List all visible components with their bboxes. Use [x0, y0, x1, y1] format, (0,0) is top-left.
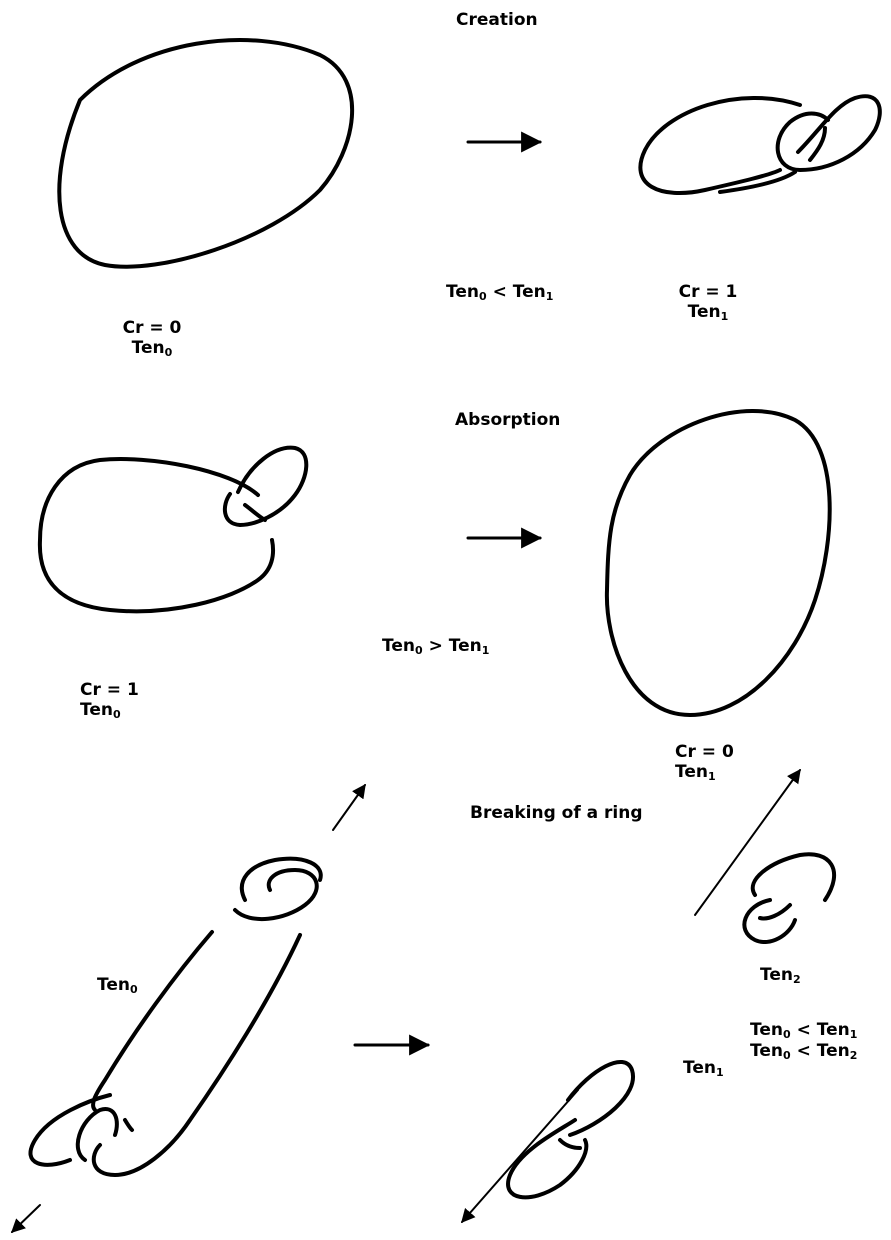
breaking-lower-label: Ten1	[683, 1058, 724, 1079]
breaking-lower-fragment	[508, 1062, 633, 1197]
absorption-title: Absorption	[455, 410, 560, 430]
absorption-linked-loop	[40, 448, 306, 612]
breaking-upper-label: Ten2	[760, 965, 801, 986]
breaking-relation-2: Ten0 < Ten2	[750, 1041, 857, 1062]
absorption-after-label: Cr = 0 Ten1	[675, 742, 734, 784]
breaking-upper-arrow	[695, 770, 800, 915]
breaking-arrow-down-left	[12, 1205, 40, 1232]
breaking-upper-fragment	[744, 854, 834, 942]
breaking-before-label: Ten0	[97, 975, 138, 996]
creation-after-label: Cr = 1 Ten1	[668, 282, 748, 324]
breaking-relations: Ten0 < Ten1 Ten0 < Ten2	[750, 1020, 857, 1062]
breaking-title: Breaking of a ring	[470, 803, 643, 823]
breaking-lower-arrow	[462, 1090, 578, 1222]
absorption-before-label: Cr = 1 Ten0	[80, 680, 139, 722]
breaking-relation-1: Ten0 < Ten1	[750, 1020, 857, 1041]
creation-unknotted-loop	[59, 40, 352, 267]
creation-before-label: Cr = 0 Ten0	[112, 318, 192, 360]
creation-relation: Ten0 < Ten1	[446, 282, 553, 303]
breaking-arrow-up-left	[333, 785, 365, 830]
absorption-unknotted-loop	[607, 411, 830, 715]
breaking-stretched-ring	[30, 859, 320, 1175]
absorption-relation: Ten0 > Ten1	[382, 636, 489, 657]
creation-linked-loop	[640, 96, 879, 193]
creation-title: Creation	[456, 10, 538, 30]
